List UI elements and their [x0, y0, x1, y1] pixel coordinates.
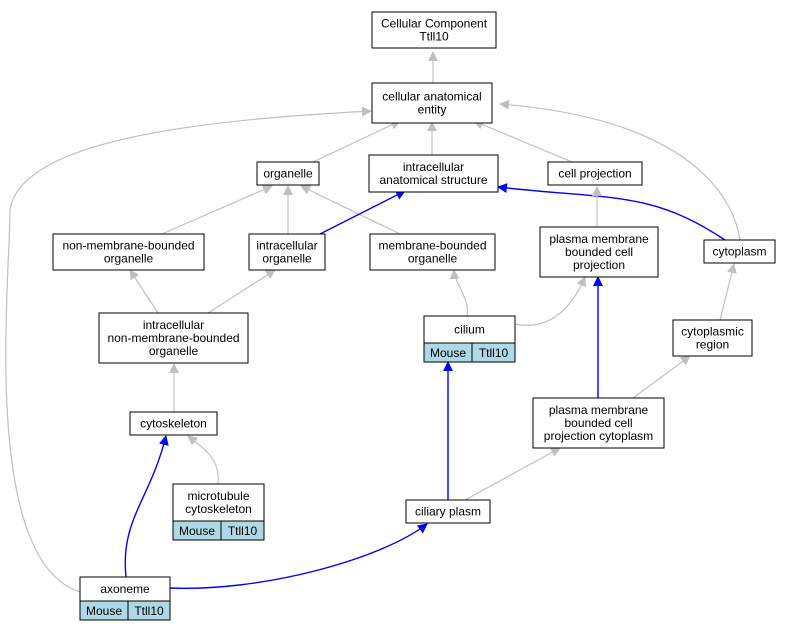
node-label-line: intracellular	[256, 239, 317, 253]
node-label-line: projection	[573, 258, 625, 272]
node-box	[52, 233, 205, 271]
node-label-line: organelle	[408, 252, 458, 266]
tag-mouse: Mouse	[179, 524, 215, 538]
edge-non-membrane-bounded-organelle-to-organelle	[161, 185, 273, 235]
edge-membrane-bounded-organelle-to-organelle	[300, 185, 401, 235]
node-label-line: intracellular	[143, 318, 204, 332]
node-cell-projection[interactable]: cell projection	[547, 161, 643, 186]
node-box	[703, 239, 776, 264]
node-box	[371, 82, 493, 124]
edge-cytoplasmic-region-to-cytoplasm	[719, 263, 737, 321]
node-cytoplasm[interactable]: cytoplasm	[703, 239, 776, 264]
node-label-line: plasma membrane	[549, 403, 649, 417]
tag-ttll10: Ttll10	[479, 346, 509, 360]
node-box	[539, 226, 659, 278]
tag-cell	[220, 520, 265, 541]
edge-intracellular-non-membrane-bounded-organelle-to-intracellular-organelle	[207, 269, 276, 314]
node-label-line: anatomical structure	[379, 173, 487, 187]
node-box	[98, 312, 249, 364]
edge-axoneme-to-ciliary-plasm	[169, 523, 428, 590]
tag-cell	[471, 342, 516, 363]
node-label-line: Ttll10	[419, 30, 449, 44]
node-box	[256, 161, 320, 186]
node-box	[405, 499, 491, 524]
node-label-line: non-membrane-bounded	[107, 331, 239, 345]
node-label-line: non-membrane-bounded	[62, 239, 194, 253]
node-label-line: entity	[418, 103, 447, 117]
edge-ciliary-plasm-to-plasma-membrane-bounded-cell-projection-cytoplasm	[464, 447, 561, 501]
edge-intracellular-non-membrane-bounded-organelle-to-non-membrane-bounded-organelle	[129, 269, 159, 314]
node-label-line: ciliary plasm	[415, 505, 481, 519]
node-box	[129, 411, 218, 436]
edge-cytoplasm-to-intracellular-anatomical-structure	[497, 183, 726, 241]
node-box	[248, 233, 326, 271]
node-label-line: cilium	[454, 323, 485, 337]
edge-cilium-to-membrane-bounded-organelle	[449, 269, 468, 317]
node-cytoskeleton[interactable]: cytoskeleton	[129, 411, 218, 436]
node-label-line: region	[696, 338, 729, 352]
edge-cell-projection-to-cellular-anatomical-entity	[473, 119, 573, 163]
node-label-line: cytoplasm	[712, 245, 766, 259]
tag-mouse: Mouse	[86, 604, 122, 618]
edges-layer	[5, 51, 741, 593]
node-box	[368, 154, 499, 193]
node-label-line: cytoskeleton	[185, 502, 252, 516]
edge-organelle-to-cellular-anatomical-entity	[312, 120, 401, 163]
node-label-line: organelle	[262, 252, 312, 266]
edge-intracellular-organelle-to-intracellular-anatomical-structure	[319, 190, 406, 235]
node-box	[672, 319, 753, 357]
node-label-line: bounded cell	[564, 416, 632, 430]
node-label-line: cellular anatomical	[382, 90, 481, 104]
node-box	[547, 161, 643, 186]
node-label-line: cell projection	[558, 167, 631, 181]
node-label-line: cytoskeleton	[140, 417, 207, 431]
node-box	[369, 233, 496, 271]
edge-plasma-membrane-bounded-cell-projection-cytoplasm-to-cytoplasmic-region	[632, 355, 691, 399]
tag-ttll10: Ttll10	[134, 604, 164, 618]
node-label-line: plasma membrane	[549, 232, 649, 246]
edge-axoneme-to-cellular-anatomical-entity	[5, 106, 372, 593]
edge-axoneme-to-cytoskeleton	[124, 435, 169, 578]
edge-cilium-to-plasma-membrane-bounded-cell-projection	[514, 276, 586, 326]
edge-cytoplasm-to-cellular-anatomical-entity	[499, 99, 741, 241]
node-label-line: projection cytoplasm	[544, 429, 653, 443]
node-ciliary-plasm[interactable]: ciliary plasm	[405, 499, 491, 524]
node-label-line: cytoplasmic	[681, 325, 744, 339]
node-label-line: axoneme	[100, 582, 150, 596]
node-box	[532, 397, 665, 449]
node-intracellular-non-membrane-bounded-organelle[interactable]: intracellularnon-membrane-boundedorganel…	[98, 312, 249, 364]
node-label-line: bounded cell	[565, 245, 633, 259]
node-label-line: Cellular Component	[381, 17, 488, 31]
node-label-line: intracellular	[403, 160, 464, 174]
tag-cell	[127, 600, 171, 621]
node-label-line: microtubule	[187, 489, 249, 503]
node-label-line: membrane-bounded	[378, 239, 486, 253]
node-label-line: organelle	[149, 344, 199, 358]
node-label-line: organelle	[104, 252, 154, 266]
tag-ttll10: Ttll10	[228, 524, 258, 538]
edge-microtubule-cytoskeleton-to-cytoskeleton	[187, 435, 219, 485]
node-label-line: organelle	[263, 167, 313, 181]
tag-mouse: Mouse	[430, 346, 466, 360]
node-box	[371, 11, 497, 49]
node-organelle[interactable]: organelle	[256, 161, 320, 186]
